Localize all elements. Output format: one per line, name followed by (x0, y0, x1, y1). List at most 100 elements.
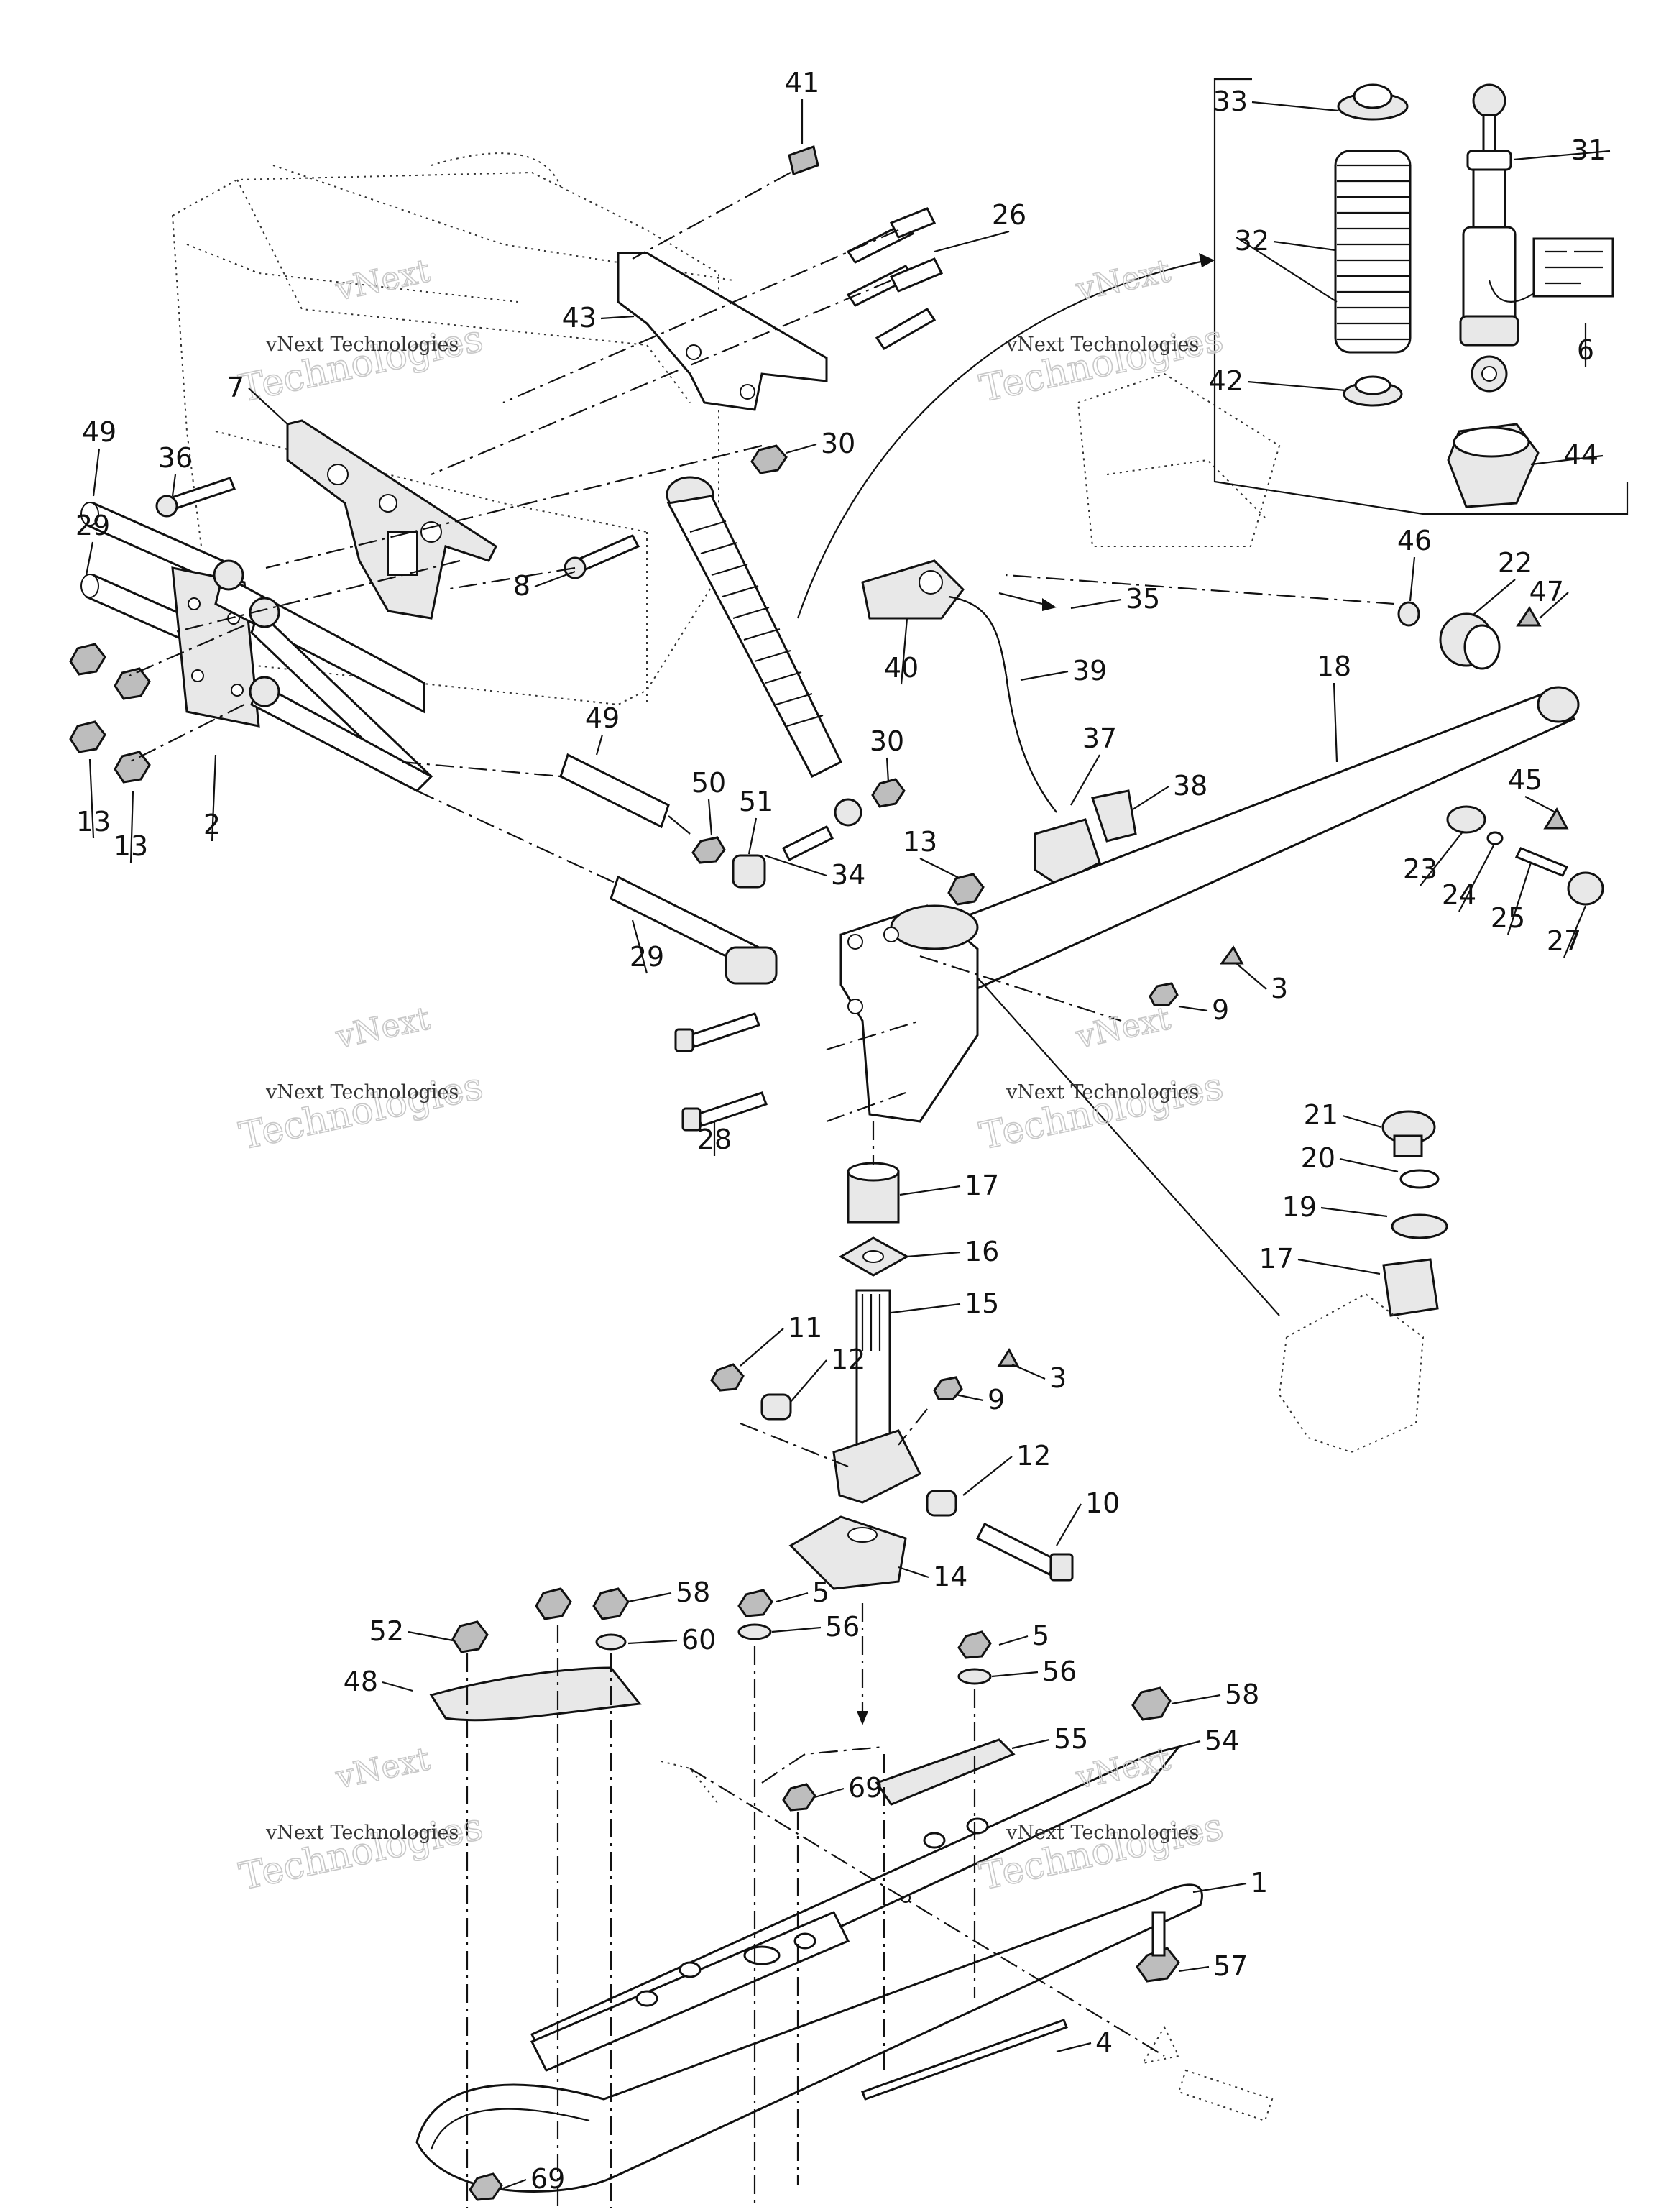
callout-56: 56 (771, 1611, 860, 1643)
leader-line (899, 1185, 961, 1196)
callout-22: 22 (1473, 547, 1532, 615)
leader-line (1247, 380, 1346, 392)
callout-3: 3 (1011, 1362, 1067, 1394)
callout-number: 9 (988, 1384, 1005, 1415)
callout-13: 13 (903, 826, 961, 879)
callout-number: 45 (1508, 764, 1542, 796)
leader-line (1297, 1258, 1381, 1275)
callout-number: 30 (870, 725, 904, 757)
callout-number: 57 (1213, 1950, 1248, 1982)
callout-number: 25 (1491, 902, 1525, 934)
leader-line (92, 448, 101, 497)
callout-5: 5 (998, 1620, 1049, 1651)
watermark-brand-bottom: Technologies (236, 1065, 487, 1158)
leader-line (129, 790, 134, 863)
leader-line (962, 1456, 1013, 1496)
callout-number: 47 (1530, 576, 1564, 607)
callout-24: 24 (1442, 845, 1494, 912)
callout-number: 54 (1205, 1725, 1239, 1756)
callout-58: 58 (627, 1577, 710, 1608)
callout-37: 37 (1070, 722, 1117, 806)
callout-number: 18 (1317, 651, 1351, 682)
leader-line (1320, 1206, 1388, 1218)
watermark-line: vNext Technologies (265, 1081, 459, 1103)
leader-line (955, 1393, 984, 1402)
callout-41: 41 (785, 67, 819, 144)
steering-plate (286, 419, 497, 620)
steering-rod-39 (948, 595, 1057, 813)
callout-number: 23 (1403, 853, 1438, 885)
callout-number: 52 (369, 1615, 404, 1647)
lower-spring-cup (1343, 375, 1403, 407)
callout-5: 5 (776, 1577, 829, 1608)
washer-19 (1391, 1213, 1448, 1239)
callout-number: 42 (1209, 365, 1243, 397)
watermark-brand-top: vNext (332, 252, 433, 308)
leader-line (595, 734, 604, 756)
callout-number: 14 (933, 1561, 967, 1592)
callout-1: 1 (1192, 1867, 1268, 1899)
wear-block-14 (788, 1515, 907, 1590)
bushings-12 (760, 1393, 957, 1517)
callout-number: 56 (825, 1611, 860, 1643)
callout-12: 12 (790, 1344, 865, 1403)
callout-number: 55 (1054, 1723, 1088, 1755)
leader-line (1524, 796, 1556, 813)
callout-number: 29 (630, 941, 664, 973)
callout-17: 17 (1259, 1243, 1381, 1275)
callout-2: 2 (203, 754, 221, 842)
frame-shock (666, 476, 862, 827)
lower-rod-29 (610, 875, 778, 985)
leader-line (1070, 598, 1122, 610)
callout-30: 30 (870, 725, 904, 783)
ski-hardware-outline (661, 1761, 1274, 2122)
callout-54: 54 (1178, 1725, 1239, 1756)
clip-20 (1399, 1169, 1440, 1189)
callout-12: 12 (962, 1440, 1051, 1496)
ski-runner-4 (861, 2019, 1068, 2101)
callout-number: 31 (1571, 134, 1606, 166)
callout-number: 58 (676, 1577, 710, 1608)
leader-line (1539, 592, 1569, 619)
leader-line (919, 858, 961, 879)
callout-42: 42 (1209, 365, 1346, 397)
callout-56: 56 (991, 1656, 1077, 1687)
callout-8: 8 (513, 570, 576, 602)
callout-7: 7 (227, 372, 288, 425)
leader-line (382, 1681, 413, 1692)
callout-31: 31 (1513, 134, 1611, 166)
leader-line (1011, 1738, 1050, 1750)
cap-21 (1381, 1110, 1436, 1157)
callout-number: 11 (788, 1312, 822, 1344)
leader-line (248, 387, 288, 425)
callout-69: 69 (502, 2163, 565, 2195)
watermark-brand-top: vNext (332, 1740, 433, 1796)
callout-number: 5 (812, 1577, 829, 1608)
bolt-36 (155, 477, 236, 518)
watermark-brand-bottom: Technologies (976, 317, 1227, 410)
right-bushings (947, 601, 1604, 906)
callout-number: 48 (344, 1666, 378, 1697)
callout-number: 7 (227, 372, 244, 403)
leader-line (1333, 682, 1338, 763)
watermark-line: vNext Technologies (1006, 334, 1199, 356)
leader-line (1056, 1503, 1082, 1546)
steering-arm-40 (861, 559, 965, 620)
callout-number: 40 (884, 652, 919, 684)
callout-number: 9 (1212, 994, 1229, 1026)
leader-line (934, 230, 1010, 253)
left-nuts (69, 643, 151, 784)
washer-16 (839, 1236, 910, 1277)
watermark-brand-top: vNext (1072, 252, 1174, 308)
callout-21: 21 (1304, 1099, 1382, 1131)
leader-line (408, 1630, 454, 1642)
callout-25: 25 (1491, 862, 1532, 935)
leader-line (1192, 1882, 1247, 1894)
callout-number: 8 (513, 570, 530, 602)
callout-number: 41 (785, 67, 819, 98)
callout-number: 43 (562, 302, 597, 334)
leader-line (1178, 1740, 1201, 1748)
